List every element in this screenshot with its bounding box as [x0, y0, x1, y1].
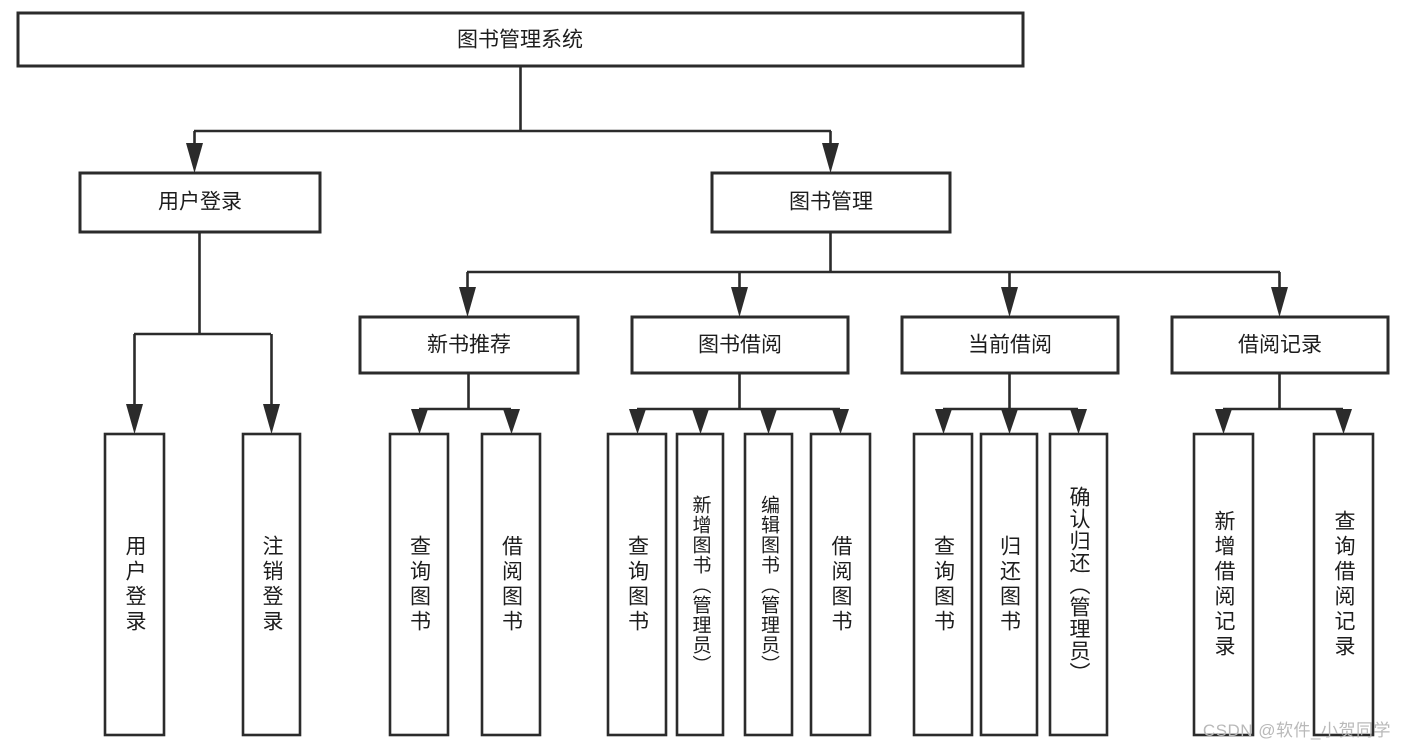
- leaf-box[interactable]: [809, 432, 872, 737]
- edges-borrow-record-to-leaves: [1215, 373, 1352, 434]
- arrow-head-icon: [935, 409, 952, 434]
- arrow-head-icon: [1070, 409, 1087, 434]
- arrow-head-icon: [1001, 287, 1018, 317]
- arrow-head-icon: [832, 409, 849, 434]
- book-borrow-box[interactable]: [630, 315, 850, 375]
- user-login-box[interactable]: [78, 171, 322, 234]
- arrow-head-icon: [459, 287, 476, 317]
- root-label: 图书管理系统: [457, 29, 583, 52]
- borrow-record-label: 借阅记录: [1238, 334, 1322, 357]
- current-borrow-label: 当前借阅: [968, 334, 1052, 357]
- borrow-record-box[interactable]: [1170, 315, 1390, 375]
- book-borrow-label: 图书借阅: [698, 334, 782, 357]
- arrow-head-icon: [1215, 409, 1232, 434]
- new-book-recommend-box[interactable]: [358, 315, 580, 375]
- leaf-box[interactable]: [979, 432, 1039, 737]
- node-new-book-recommend[interactable]: 新书推荐: [358, 315, 580, 375]
- csdn-watermark: CSDN @软件_小贺同学: [1202, 721, 1391, 740]
- arrow-head-icon: [822, 143, 839, 173]
- arrow-head-icon: [1271, 287, 1288, 317]
- leaf-box[interactable]: [606, 432, 668, 737]
- arrow-head-icon: [126, 404, 143, 434]
- book-management-label: 图书管理: [789, 191, 873, 214]
- new-book-recommend-label: 新书推荐: [427, 334, 511, 357]
- leaf-box[interactable]: [675, 432, 725, 737]
- edges-user-login-to-leaves: [126, 232, 280, 434]
- current-borrow-box[interactable]: [900, 315, 1120, 375]
- root-box[interactable]: [16, 11, 1025, 68]
- arrow-head-icon: [263, 404, 280, 434]
- node-book-management[interactable]: 图书管理: [710, 171, 952, 234]
- edges-book-borrow-to-leaves: [629, 373, 849, 434]
- leaf-box[interactable]: [912, 432, 974, 737]
- arrow-head-icon: [1001, 409, 1018, 434]
- leaf-box[interactable]: [1048, 432, 1109, 737]
- leaf-box[interactable]: [388, 432, 450, 737]
- edges-root-to-level2: [186, 66, 839, 173]
- edges-current-borrow-to-leaves: [935, 373, 1087, 434]
- node-borrow-record[interactable]: 借阅记录: [1170, 315, 1390, 375]
- arrow-head-icon: [760, 409, 777, 434]
- arrow-head-icon: [186, 143, 203, 173]
- node-root[interactable]: 图书管理系统: [16, 11, 1025, 68]
- book-management-box[interactable]: [710, 171, 952, 234]
- node-user-login[interactable]: 用户登录: [78, 171, 322, 234]
- node-current-borrow[interactable]: 当前借阅: [900, 315, 1120, 375]
- arrow-head-icon: [629, 409, 646, 434]
- leaf-box[interactable]: [241, 432, 302, 737]
- leaf-box[interactable]: [103, 432, 166, 737]
- leaf-box[interactable]: [743, 432, 794, 737]
- arrow-head-icon: [411, 409, 428, 434]
- leaf-box[interactable]: [480, 432, 542, 737]
- edges-new-book-to-leaves: [411, 373, 520, 434]
- arrow-head-icon: [692, 409, 709, 434]
- node-book-borrow[interactable]: 图书借阅: [630, 315, 850, 375]
- arrow-head-icon: [503, 409, 520, 434]
- leaf-box-group: [103, 432, 1375, 737]
- leaf-box[interactable]: [1192, 432, 1255, 737]
- arrow-head-icon: [731, 287, 748, 317]
- edges-book-mgmt-to-level3: [459, 232, 1288, 317]
- arrow-head-icon: [1335, 409, 1352, 434]
- user-login-label: 用户登录: [158, 191, 242, 214]
- leaf-box[interactable]: [1312, 432, 1375, 737]
